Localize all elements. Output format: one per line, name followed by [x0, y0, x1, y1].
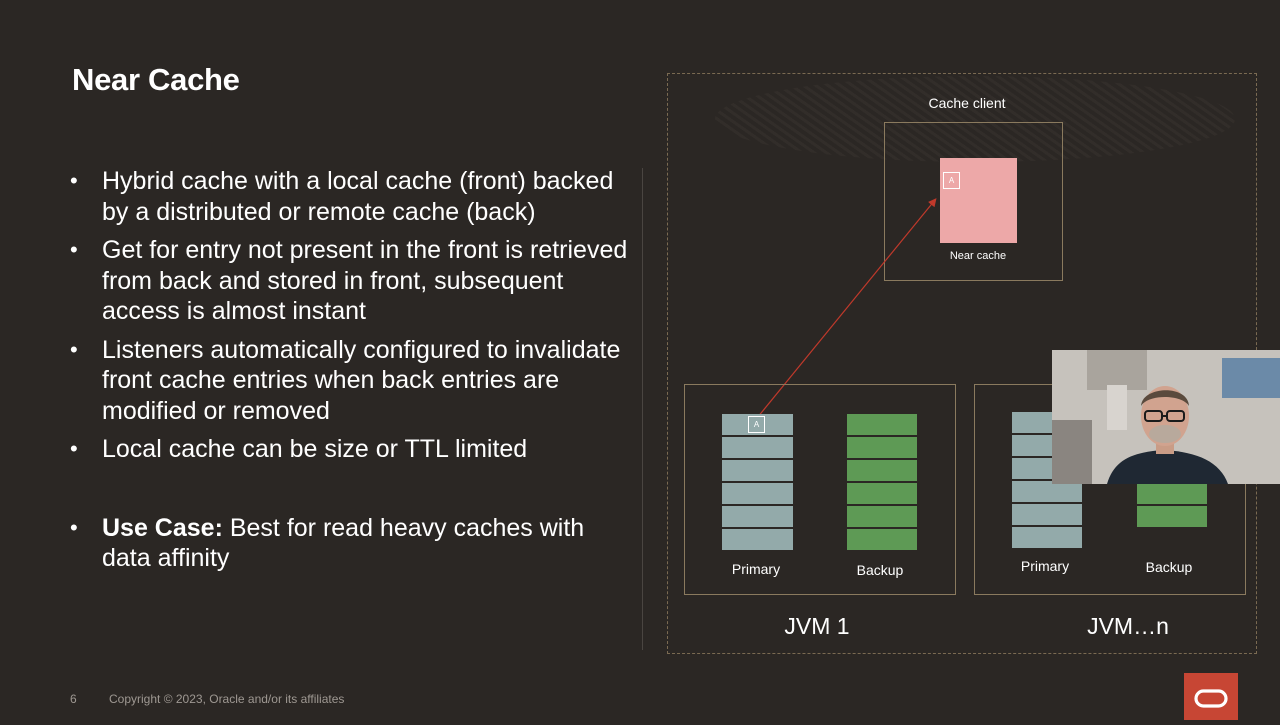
bullet-item: Hybrid cache with a local cache (front) …	[70, 166, 630, 227]
near-cache-entry-a: A	[943, 172, 960, 189]
jvm-1-label: JVM 1	[784, 613, 850, 639]
primary-entry-a: A	[748, 416, 765, 433]
jvm-1-backup-stack	[847, 414, 917, 552]
bullet-item: Listeners automatically configured to in…	[70, 335, 630, 427]
jvm-1-backup-label: Backup	[856, 562, 904, 578]
use-case-label: Use Case:	[102, 513, 223, 542]
jvm-n-primary-label: Primary	[1020, 558, 1070, 574]
column-divider	[642, 168, 643, 650]
cache-client-box	[884, 122, 1063, 281]
jvm-1-primary-label: Primary	[731, 561, 781, 577]
bullet-item: Local cache can be size or TTL limited	[70, 434, 630, 465]
bullet-item: Get for entry not present in the front i…	[70, 235, 630, 327]
bullet-list: Hybrid cache with a local cache (front) …	[70, 166, 630, 582]
jvm-1-box	[684, 384, 956, 595]
jvm-n-backup-label: Backup	[1145, 559, 1193, 575]
use-case-text: Best for read heavy caches with data aff…	[102, 513, 585, 573]
cache-client-label: Cache client	[928, 95, 1006, 111]
near-cache-label: Near cache	[949, 250, 1007, 262]
jvm-1-primary-stack	[722, 414, 793, 552]
oracle-logo-icon	[1184, 673, 1238, 720]
copyright-text: Copyright © 2023, Oracle and/or its affi…	[109, 692, 345, 706]
presenter-webcam	[1052, 350, 1280, 484]
slide-title: Near Cache	[72, 62, 240, 97]
jvm-n-label: JVM…n	[1087, 613, 1169, 639]
bullet-use-case: Use Case: Best for read heavy caches wit…	[70, 513, 630, 574]
page-number: 6	[70, 692, 77, 706]
decorative-texture	[715, 76, 1235, 162]
